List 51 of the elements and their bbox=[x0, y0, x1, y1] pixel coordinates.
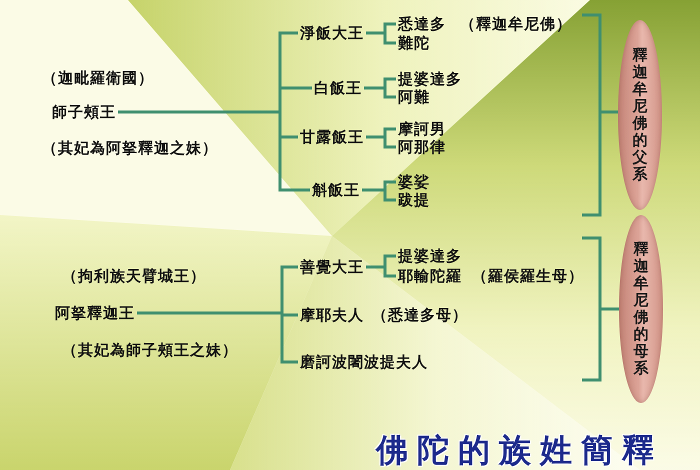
person-name: 跋提 bbox=[396, 191, 432, 209]
person-name: 善覺大王 bbox=[298, 258, 366, 276]
connector-line bbox=[360, 179, 386, 203]
connector-line bbox=[385, 78, 396, 80]
connector-line bbox=[282, 266, 298, 268]
person-name: 阿難 bbox=[396, 88, 432, 106]
connector-line bbox=[385, 180, 396, 184]
connector-line bbox=[280, 136, 298, 138]
connector-line bbox=[280, 32, 298, 34]
person-name: 斛飯王 bbox=[310, 181, 362, 199]
person-name: 難陀 bbox=[396, 34, 432, 52]
connector-line bbox=[136, 264, 284, 365]
connector-line bbox=[385, 96, 396, 98]
connector-line bbox=[385, 146, 396, 148]
person-name: 阿那律 bbox=[396, 138, 448, 156]
person-name: 提婆達多 bbox=[396, 70, 464, 88]
note-text: （羅侯羅生母） bbox=[471, 267, 585, 285]
connector-line bbox=[385, 274, 396, 278]
person-name: 淨飯大王 bbox=[298, 24, 366, 42]
person-name: 摩訶男 bbox=[396, 120, 448, 138]
connector-line bbox=[282, 314, 298, 316]
connector-line bbox=[385, 22, 396, 26]
person-name: 耶輸陀羅 bbox=[396, 267, 464, 285]
connector-line bbox=[385, 254, 396, 258]
connector-line bbox=[364, 21, 386, 46]
connector-line bbox=[280, 188, 310, 192]
person-name: 悉達多 bbox=[396, 15, 448, 33]
connector-line bbox=[280, 86, 312, 90]
connector-line bbox=[282, 360, 298, 364]
connector-line bbox=[362, 76, 386, 100]
connector-line bbox=[116, 30, 282, 193]
title: 佛陀的族姓簡釋 bbox=[376, 431, 663, 469]
note-text: （拘利族天臂城王） bbox=[61, 267, 207, 285]
person-name: 摩耶夫人 bbox=[298, 306, 366, 324]
person-name: 磨訶波闍波提夫人 bbox=[298, 353, 430, 371]
note-text: （其妃為師子頰王之妹） bbox=[61, 341, 239, 359]
person-name: 婆娑 bbox=[396, 173, 432, 191]
connector-line bbox=[385, 198, 396, 202]
connector-line bbox=[385, 42, 396, 44]
connector-line bbox=[385, 128, 396, 130]
note-text: （其妃為阿拏釋迦之妹） bbox=[41, 139, 219, 157]
person-name: 甘露飯王 bbox=[298, 128, 366, 146]
note-text: （釋迦牟尼佛） bbox=[459, 15, 573, 33]
note-text: （悉達多母） bbox=[371, 306, 469, 324]
person-name: 阿拏釋迦王 bbox=[53, 304, 137, 322]
person-name: 師子頰王 bbox=[50, 103, 118, 121]
connector-line bbox=[364, 253, 386, 279]
note-text: （迦毗羅衛國） bbox=[41, 69, 155, 87]
connector-line bbox=[364, 126, 386, 150]
person-name: 白飯王 bbox=[312, 79, 364, 97]
person-name: 提婆達多 bbox=[396, 247, 464, 265]
